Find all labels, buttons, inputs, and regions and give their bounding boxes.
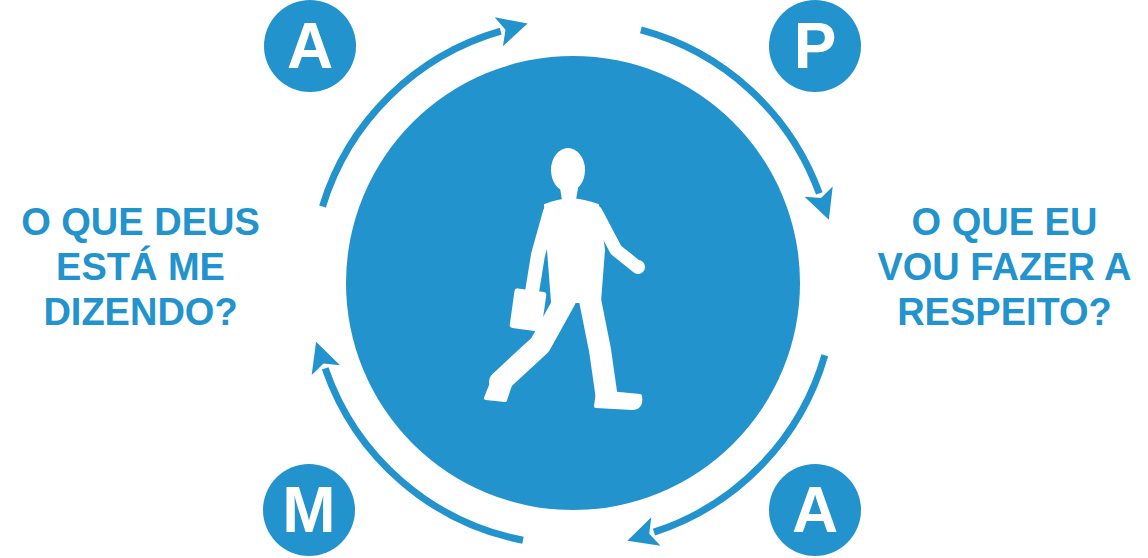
letter-circle: M <box>263 464 355 556</box>
step-letter: M <box>263 464 355 556</box>
step-letter: A <box>264 0 356 92</box>
letter-circle: A <box>769 464 861 556</box>
question-label: O QUE EU VOU FAZER A RESPEITO? <box>872 200 1137 335</box>
circle-fill <box>769 464 861 556</box>
step-letter: P <box>769 0 861 92</box>
cycle-arrows <box>323 30 825 540</box>
step-letter: A <box>769 464 861 556</box>
center-circle <box>346 56 800 510</box>
letter-circle: A <box>264 0 356 92</box>
cycle-arrow <box>325 368 523 540</box>
circle-fill <box>769 0 861 92</box>
question-label: O QUE DEUS ESTÁ ME DIZENDO? <box>8 200 273 335</box>
letter-circle: P <box>769 0 861 92</box>
circle-fill <box>264 0 356 92</box>
walking-man-silhouette <box>486 148 645 408</box>
circle-fill <box>263 464 355 556</box>
